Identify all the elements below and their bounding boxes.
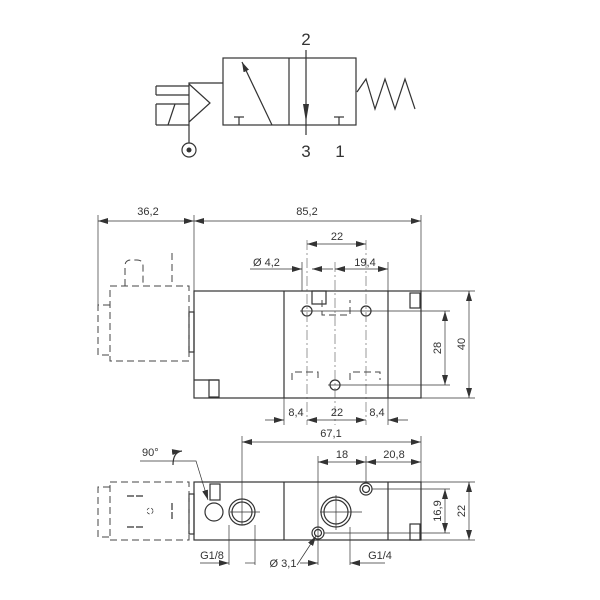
dim-body-length: 85,2 xyxy=(296,206,317,218)
port-label-1: 1 xyxy=(335,142,344,161)
hole-diameter-label: Ø 3,1 xyxy=(270,558,297,570)
valve-body-side xyxy=(193,481,422,541)
dim-bottom-right: 8,4 xyxy=(369,407,384,419)
side-view: 67,1 18 20,8 90° 16,9 22 G1/8 Ø 3,1 G1/4 xyxy=(97,428,475,570)
dim-20-8: 20,8 xyxy=(383,449,404,461)
dim-18: 18 xyxy=(336,449,348,461)
port-label-3: 3 xyxy=(301,142,310,161)
pneumatic-symbol: 2 3 1 xyxy=(155,30,416,161)
coil-outline xyxy=(109,285,190,362)
dim-bottom-left: 8,4 xyxy=(288,407,303,419)
pilot-exhaust-icon xyxy=(181,142,197,158)
dim-28: 28 xyxy=(432,342,444,354)
dim-offset-right: 19,4 xyxy=(354,257,375,269)
dim-bottom-center: 22 xyxy=(331,407,343,419)
port-g18-label: G1/8 xyxy=(200,550,224,562)
dim-hole-spacing: 22 xyxy=(331,231,343,243)
dim-22-side: 22 xyxy=(456,505,468,517)
dim-coil-width: 36,2 xyxy=(137,206,158,218)
port-g14-label: G1/4 xyxy=(368,550,392,562)
dim-67: 67,1 xyxy=(320,428,341,440)
valve-body xyxy=(193,290,422,399)
spring-icon xyxy=(356,77,416,111)
dim-16-9: 16,9 xyxy=(432,500,444,521)
port-label-2: 2 xyxy=(301,30,310,49)
dim-40: 40 xyxy=(456,338,468,350)
dim-hole-diameter: Ø 4,2 xyxy=(253,257,280,269)
rotation-label: 90° xyxy=(142,447,159,459)
rotate-arrow-icon xyxy=(171,449,183,466)
top-view: 36,2 85,2 22 Ø 4,2 19,4 28 40 8,4 22 8,4 xyxy=(97,206,475,425)
